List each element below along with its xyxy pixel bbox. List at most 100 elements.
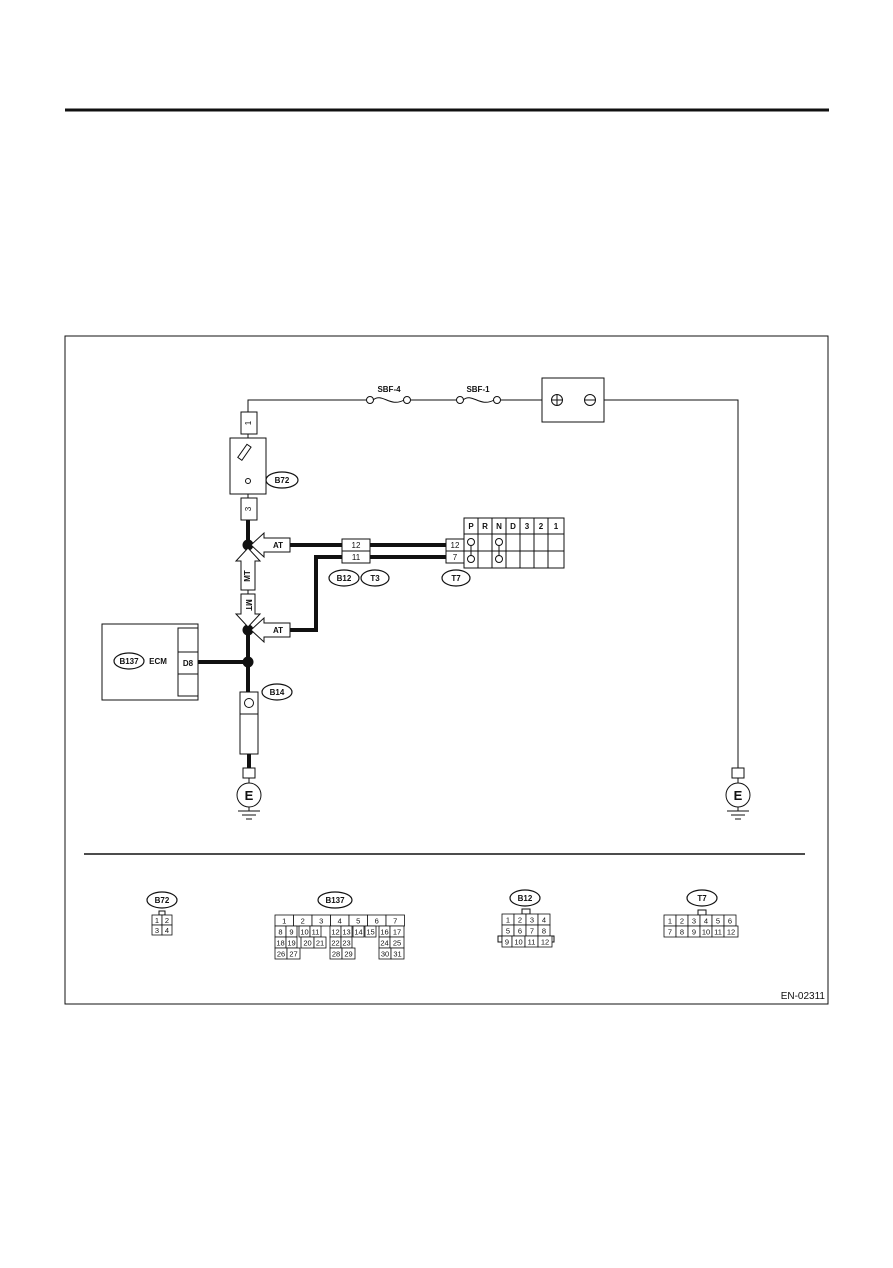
ground-left-label: E — [245, 788, 254, 803]
position-1: 1 — [554, 522, 559, 531]
t7-pin-2: 2 — [680, 917, 684, 926]
t7-pin-8: 8 — [680, 928, 684, 937]
switch-connector-label: B72 — [275, 476, 290, 485]
pin-cell — [723, 925, 739, 938]
pin-cell — [364, 925, 377, 938]
b137-pin-28: 28 — [332, 950, 340, 959]
face-label-b137: B137 — [325, 896, 345, 905]
t7-label: T7 — [451, 574, 461, 583]
battery — [541, 377, 605, 423]
diagram-frame — [64, 335, 829, 1005]
fuse-label-sbf-4: SBF-4 — [377, 385, 401, 394]
position-d: D — [510, 522, 516, 531]
at-lower-label: AT — [273, 626, 283, 635]
b137-pin-14: 14 — [354, 928, 362, 937]
b137-pin-25: 25 — [393, 939, 401, 948]
b12-pin-11: 11 — [528, 938, 536, 947]
b137-pin-3: 3 — [319, 917, 323, 926]
power-wire — [247, 399, 739, 768]
intermediate-label-b12: B12 — [337, 574, 352, 583]
t7-pin-4: 4 — [704, 917, 708, 926]
pin-cell — [390, 947, 405, 960]
b12-pin-1: 1 — [506, 916, 510, 925]
b72-pin-4: 4 — [165, 926, 169, 935]
b12-pin-7: 7 — [530, 927, 534, 936]
t7-pin-7: 7 — [453, 553, 458, 562]
position-p: P — [468, 522, 474, 531]
mt-upper-arrow: MT — [234, 547, 262, 591]
b137-pin-2: 2 — [301, 917, 305, 926]
b137-pin-10: 10 — [300, 928, 308, 937]
b12-pin-10: 10 — [514, 938, 522, 947]
pin-cell — [537, 935, 553, 948]
junction-ecm — [242, 656, 254, 668]
b137-pin-15: 15 — [366, 928, 374, 937]
intermediate-label-t3: T3 — [370, 574, 380, 583]
switch-b72: 1 3 B72 — [229, 411, 299, 521]
b12-pin-6: 6 — [518, 927, 522, 936]
switch-pin-1: 1 — [244, 420, 253, 425]
b137-pin-23: 23 — [342, 939, 350, 948]
mt-lower-arrow: MT — [234, 593, 262, 628]
pin-cell — [313, 936, 327, 949]
b137-pin-20: 20 — [303, 939, 311, 948]
b72-pin-1: 1 — [155, 916, 159, 925]
fuse-label-sbf-1: SBF-1 — [466, 385, 490, 394]
b137-pin-30: 30 — [381, 950, 389, 959]
b137-pin-31: 31 — [393, 950, 401, 959]
t7-pin-9: 9 — [692, 928, 696, 937]
face-label-b12: B12 — [518, 894, 533, 903]
b137-pin-27: 27 — [289, 950, 297, 959]
b137-pin-21: 21 — [316, 939, 324, 948]
at-upper-label: AT — [273, 541, 283, 550]
position-2: 2 — [539, 522, 544, 531]
pin-cell — [286, 947, 301, 960]
position-3: 3 — [525, 522, 530, 531]
t7-pin-7: 7 — [668, 928, 672, 937]
position-n: N — [496, 522, 502, 531]
b12-pin-9: 9 — [505, 938, 509, 947]
face-label-t7: T7 — [697, 894, 707, 903]
inhibitor-switch-t7: 12 7 T7 P R N D 3 2 1 — [441, 517, 565, 587]
ecm-connector-label: B137 — [119, 657, 139, 666]
intermediate-pin-11: 11 — [352, 553, 361, 562]
t7-pin-12: 12 — [451, 541, 460, 550]
ecm-pin-d8: D8 — [183, 659, 194, 668]
position-r: R — [482, 522, 488, 531]
ground-right: E — [725, 767, 751, 820]
t7-pin-5: 5 — [716, 917, 720, 926]
b137-pin-11: 11 — [312, 928, 320, 937]
t7-pin-11: 11 — [714, 928, 722, 937]
t7-pin-1: 1 — [668, 917, 672, 926]
b12-pin-5: 5 — [506, 927, 510, 936]
b137-pin-22: 22 — [331, 939, 339, 948]
b137-pin-9: 9 — [289, 928, 293, 937]
ground-connector-label: B14 — [270, 688, 285, 697]
b12-pin-12: 12 — [541, 938, 549, 947]
b12-pin-2: 2 — [518, 916, 522, 925]
mt-lower-label: MT — [244, 599, 253, 611]
b12-pin-3: 3 — [530, 916, 534, 925]
pin-cell — [161, 924, 173, 936]
junction-upper — [242, 539, 254, 551]
switch-pin-3: 3 — [244, 506, 253, 511]
ecm-unit: D8 B137 ECM — [101, 623, 199, 701]
b137-pin-18: 18 — [276, 939, 284, 948]
t7-pin-12: 12 — [727, 928, 735, 937]
ground-right-label: E — [734, 788, 743, 803]
ground-connector-b14: B14 — [239, 683, 293, 768]
pin-cell — [341, 947, 356, 960]
b137-pin-24: 24 — [380, 939, 388, 948]
b137-pin-17: 17 — [393, 928, 401, 937]
pin-cell — [352, 925, 365, 938]
fuse-sbf-1: SBF-1 — [456, 385, 501, 404]
junction-lower — [242, 624, 254, 636]
mt-upper-label: MT — [243, 570, 252, 582]
b137-pin-13: 13 — [342, 928, 350, 937]
intermediate-pin-12: 12 — [352, 541, 361, 550]
